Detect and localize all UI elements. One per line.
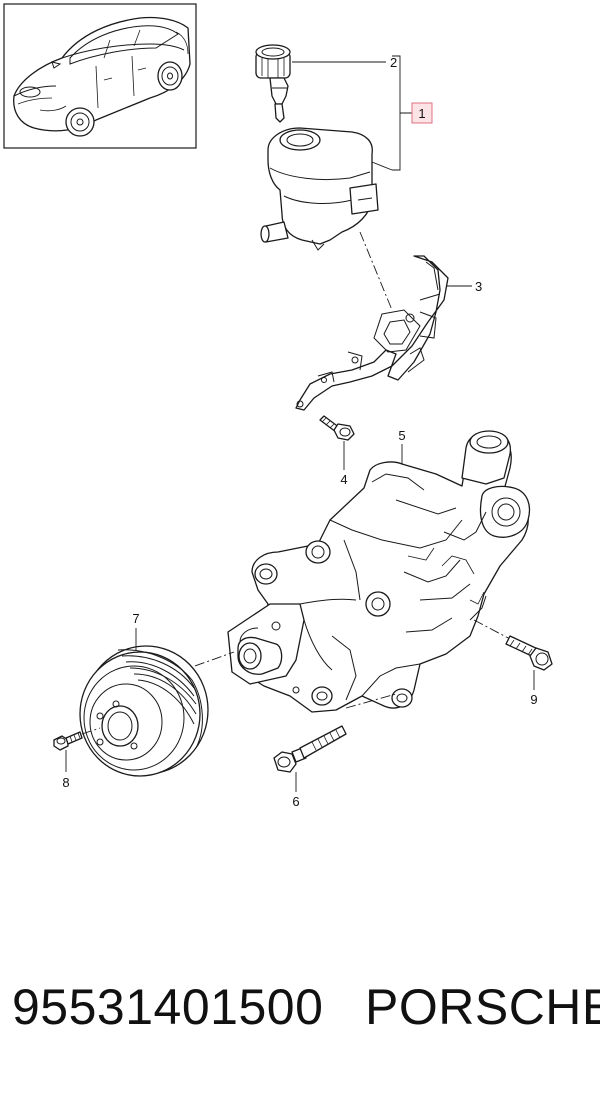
bolt-9-axis <box>473 619 513 641</box>
callout-8-label: 8 <box>62 775 69 790</box>
callout-7-label: 7 <box>132 611 139 626</box>
callout-4-label: 4 <box>340 472 347 487</box>
mounting-bracket[interactable] <box>295 255 449 411</box>
callout-1-highlight[interactable] <box>411 102 433 124</box>
callout-1-label: 1 <box>418 106 425 121</box>
brand-name: PORSCHE <box>365 979 600 1035</box>
bolt-part-9[interactable] <box>505 635 553 671</box>
callout-9-label: 9 <box>530 692 537 707</box>
part-number: 95531401500 <box>12 979 324 1035</box>
assembly-axis <box>359 231 393 311</box>
power-steering-pump[interactable] <box>227 430 531 713</box>
bolt-part-6[interactable] <box>273 725 347 773</box>
callout-1-bracket <box>292 55 412 171</box>
car-illustration-icon <box>13 16 191 137</box>
footer: 95531401500 PORSCHE <box>0 978 600 1058</box>
callout-6-label: 6 <box>292 794 299 809</box>
callout-2-label: 2 <box>390 55 397 70</box>
callout-5-label: 5 <box>398 428 405 443</box>
pulley[interactable] <box>79 645 209 777</box>
screw-8-axis <box>81 727 101 735</box>
fluid-reservoir[interactable] <box>260 127 379 251</box>
screw-part-8[interactable] <box>53 731 83 751</box>
bolt-6-axis <box>345 693 397 709</box>
bolt-part-4[interactable] <box>319 415 355 441</box>
reservoir-cap[interactable] <box>255 44 291 123</box>
vehicle-thumbnail[interactable] <box>3 3 197 149</box>
callout-3-label: 3 <box>475 279 482 294</box>
